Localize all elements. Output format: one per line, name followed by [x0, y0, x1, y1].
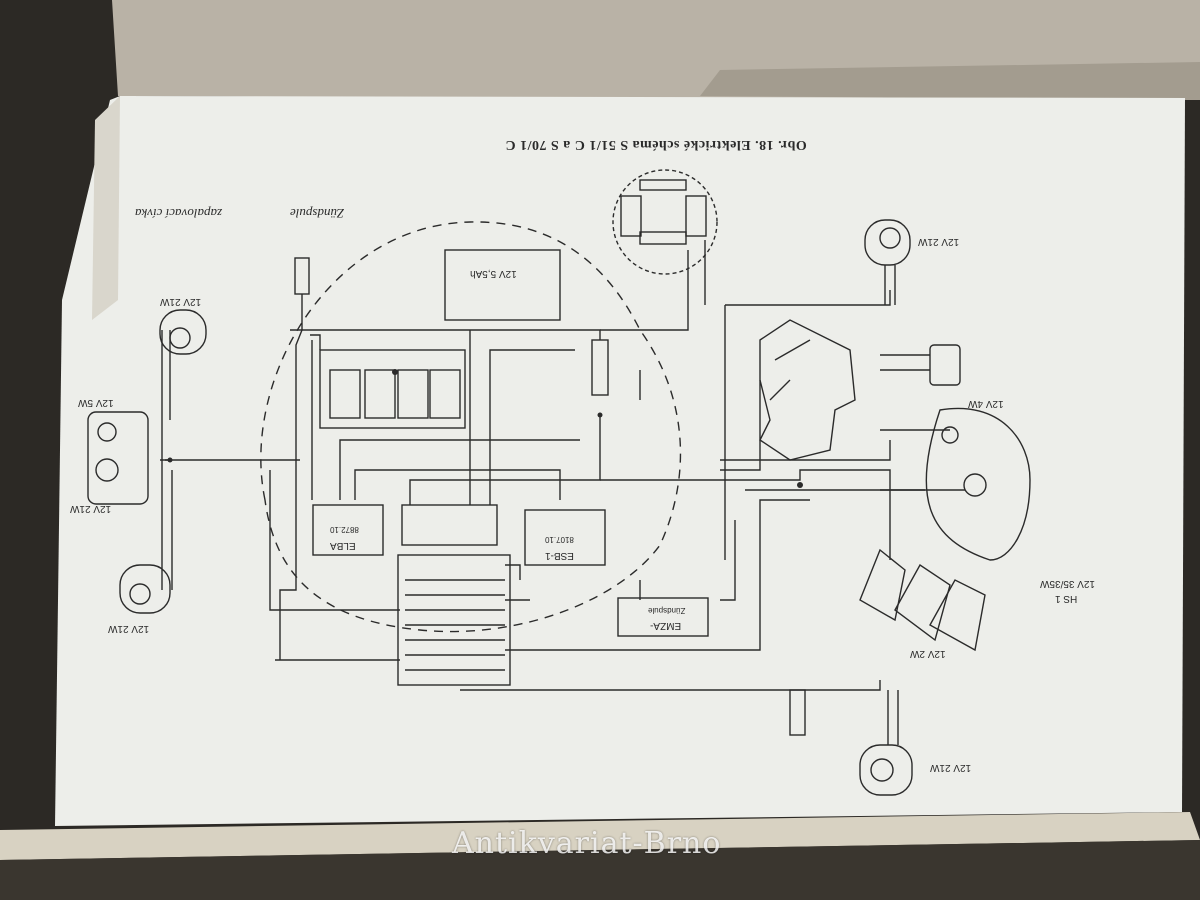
book-page: [55, 96, 1185, 826]
instrument-lamp-3: [929, 579, 986, 652]
lamp-label-instrument: 12V 2W: [910, 648, 946, 659]
emza-sublabel: Zündspule: [648, 606, 686, 615]
headlamp: [925, 407, 1031, 561]
instrument-lamp-2: [894, 563, 951, 642]
front-lamp-top: [864, 219, 911, 266]
esb-code: 8107.10: [545, 535, 574, 544]
rear-lamp-cluster: [87, 411, 149, 505]
rear-lamp-bottom: [119, 564, 171, 614]
figure-caption: Obr. 18. Elektrické schéma S 51/1 C a S …: [505, 137, 807, 152]
lamp-label-front-top: 12V 21W: [918, 236, 960, 247]
lamp-label-front-bottom: 12V 21W: [930, 762, 972, 773]
lamp-label-rear-21w: 12V 21W: [70, 503, 112, 514]
battery-box: [444, 249, 561, 321]
watermark: Antikvariat-Brno: [452, 826, 722, 861]
lamp-label-rear-top: 12V 21W: [160, 296, 202, 307]
esb-box: [524, 509, 606, 566]
lamp-label-rear-bottom: 12V 21W: [108, 623, 150, 634]
lamp-label-parking: 12V 4W: [968, 398, 1004, 409]
rear-lamp-top: [159, 309, 207, 355]
emza-label: EMZA-: [650, 620, 682, 631]
horn: [929, 344, 961, 386]
elba-code: 8872.10: [330, 525, 359, 534]
battery-label: 12V 5,5Ah: [470, 268, 517, 279]
switch-block: [319, 349, 466, 429]
elba-box: [312, 504, 384, 556]
lamp-label-rear-5w: 12V 5W: [78, 397, 114, 408]
stator-circle: [612, 169, 718, 275]
stop-switch: [789, 689, 806, 736]
handlebar-switch: [759, 319, 856, 461]
coil-label-de: Zündspule: [290, 206, 345, 221]
lamp-label-headlamp-code: HS 1: [1055, 593, 1078, 604]
instrument-lamp-1: [859, 548, 906, 622]
coil-label-cz: zapalovací cívka: [135, 206, 222, 221]
esb-label: ESB-1: [545, 550, 574, 561]
terminal-strip: [397, 554, 511, 686]
elba-label: ELBA: [330, 540, 356, 551]
wiring-diagram: [87, 169, 1031, 796]
lamp-label-headlamp: 12V 35/35W: [1040, 578, 1096, 589]
emza-box: [617, 597, 709, 637]
middle-box: [401, 504, 498, 546]
dashed-outline: [260, 221, 682, 633]
front-lamp-bottom: [859, 744, 913, 796]
